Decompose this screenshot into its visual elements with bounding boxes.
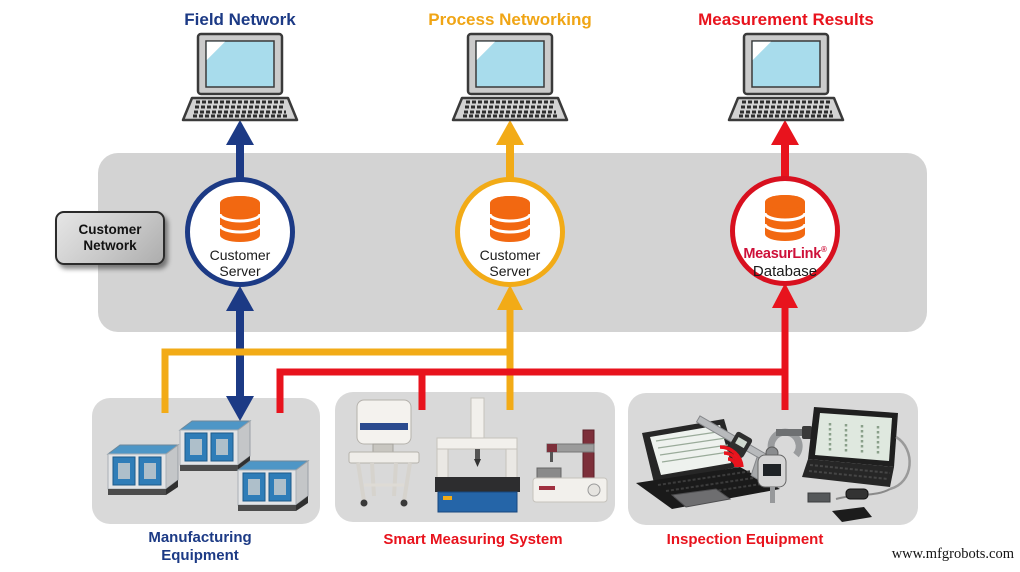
- laptop-icon-field-network: [181, 32, 299, 122]
- registered-mark: ®: [820, 245, 827, 254]
- measurlink-brand: MeasurLink®: [743, 245, 827, 262]
- customer-server-1: Customer Server: [185, 177, 295, 287]
- smart-measuring-system-label: Smart Measuring System: [383, 531, 563, 548]
- inspection-equipment-box: [628, 393, 918, 525]
- customer-network-chip: Customer Network: [55, 211, 165, 265]
- digital-indicator-icon: [757, 446, 787, 503]
- measuring-machines-icon: [348, 397, 608, 513]
- database-icon: [763, 195, 807, 241]
- measurlink-database-label: Database: [752, 262, 818, 280]
- laptop-right-icon: [802, 407, 911, 522]
- contour-measuring-icon: [532, 429, 608, 503]
- micrometer-icon: [767, 426, 812, 458]
- measurement-results-label: Measurement Results: [698, 10, 874, 29]
- smart-measuring-system-box: [335, 392, 615, 522]
- database-icon: [218, 196, 262, 242]
- laptop-icon-process-networking: [451, 32, 569, 122]
- customer-server-2-label: Customer Server: [479, 247, 541, 280]
- customer-server-1-label: Customer Server: [209, 247, 271, 280]
- process-networking-label: Process Networking: [428, 10, 592, 29]
- interface-box-icon: [670, 488, 732, 508]
- inspection-equipment-label: Inspection Equipment: [666, 531, 824, 548]
- cnc-machines-icon: [107, 420, 309, 512]
- measurlink-database: MeasurLink® Database: [730, 176, 840, 286]
- database-icon: [488, 196, 532, 242]
- inspection-tools-icon: [636, 407, 911, 522]
- watermark: www.mfgrobots.com: [891, 546, 1014, 562]
- field-network-label: Field Network: [184, 10, 296, 29]
- laptop-icon-measurement-results: [727, 32, 845, 122]
- cmm-icon: [435, 397, 520, 513]
- roundness-tester-icon: [348, 399, 420, 507]
- customer-server-2: Customer Server: [455, 177, 565, 287]
- laptop-left-icon: [636, 419, 780, 509]
- manufacturing-equipment-box: [92, 398, 320, 524]
- customer-network-label: Customer Network: [78, 222, 142, 253]
- manufacturing-equipment-label: Manufacturing Equipment: [148, 529, 252, 564]
- wireless-signal-icon: [719, 445, 744, 468]
